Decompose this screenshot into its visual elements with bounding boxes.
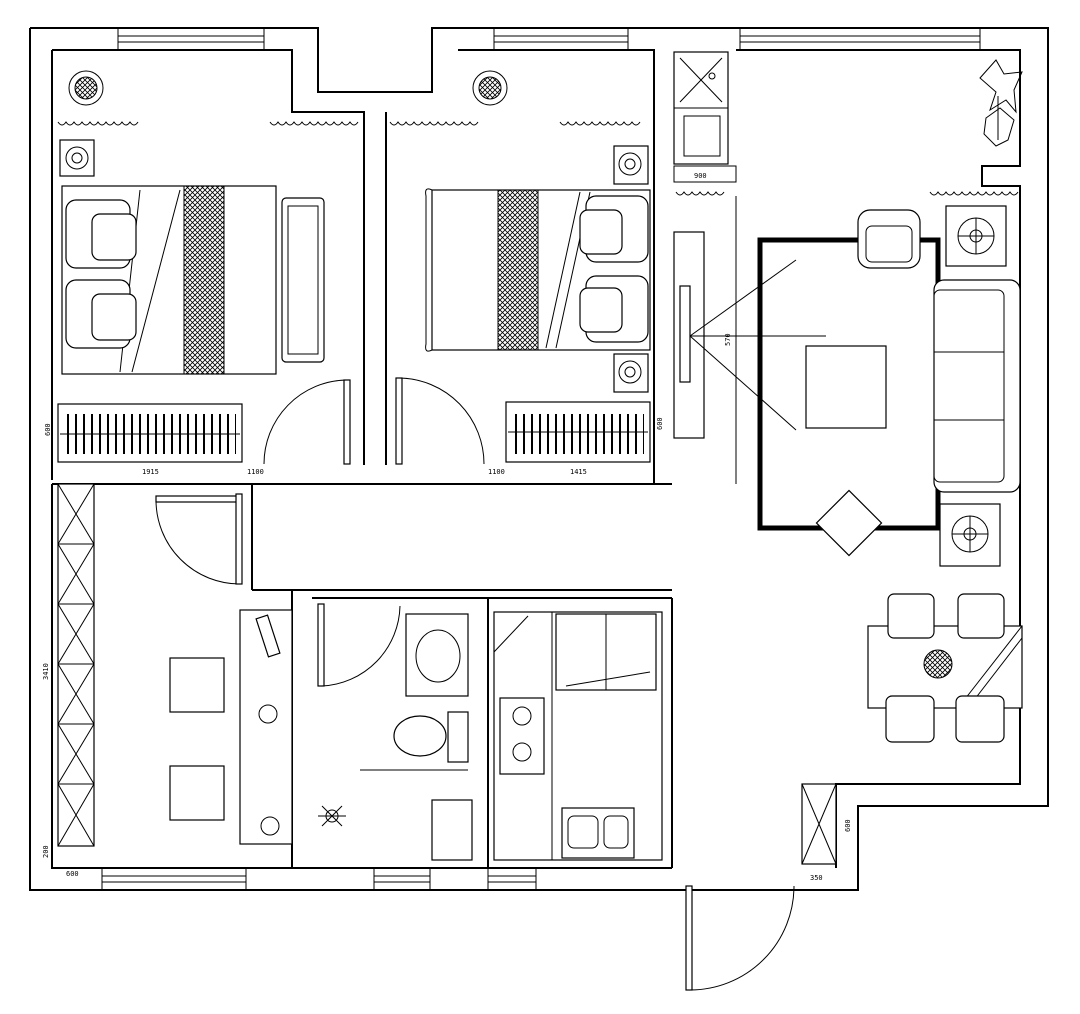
dining-chair <box>957 593 1005 639</box>
dining-area <box>867 593 1023 743</box>
plant-icon <box>979 59 1023 147</box>
door-entrance <box>685 885 795 991</box>
lamp-icon <box>613 353 649 393</box>
armchair <box>857 209 921 269</box>
dining-chair <box>955 695 1005 743</box>
dimension-label: 350 <box>810 874 823 882</box>
plant-icon <box>68 70 104 106</box>
desk <box>239 609 293 845</box>
dimension-label: 600 <box>656 417 664 430</box>
window-living <box>739 27 981 51</box>
shower-unit <box>673 51 737 183</box>
bookshelf <box>57 483 95 847</box>
dimension-label: 600 <box>44 423 52 436</box>
dimension-label: 1915 <box>142 468 159 476</box>
door-study <box>155 493 243 585</box>
dimension-labels: 1915 1100 1100 1415 600 600 900 3410 200… <box>42 172 852 882</box>
stove <box>499 697 545 775</box>
tv-cabinet <box>673 196 826 484</box>
lamp-icon <box>945 205 1007 267</box>
bench-1 <box>281 197 325 363</box>
study-chair <box>169 657 225 713</box>
entrance <box>685 783 837 991</box>
window-study <box>101 867 247 891</box>
lamp-icon <box>59 139 95 177</box>
sink <box>561 807 635 859</box>
dimension-label: 200 <box>42 845 50 858</box>
window-bedroom2 <box>493 27 629 51</box>
window-bedroom1 <box>117 27 265 51</box>
bedroom-1 <box>57 139 351 465</box>
dimension-label: 600 <box>66 870 79 878</box>
basin <box>405 613 469 697</box>
lamp-icon <box>613 145 649 185</box>
sofa <box>933 279 1021 493</box>
ottoman <box>815 489 883 557</box>
double-bed-1 <box>61 185 277 375</box>
dining-chair <box>887 593 935 639</box>
window-bathroom <box>373 867 431 891</box>
study-chair <box>169 765 225 821</box>
dimension-label: 1415 <box>570 468 587 476</box>
shoe-cabinet <box>801 783 837 865</box>
dimension-label: 900 <box>694 172 707 180</box>
window-kitchen <box>487 867 537 891</box>
bedroom-2 <box>395 145 651 465</box>
living-room <box>757 205 1021 567</box>
door-bathroom <box>317 603 401 687</box>
door-bedroom-2 <box>395 377 485 465</box>
bathroom <box>317 603 473 861</box>
dimension-label: 600 <box>844 819 852 832</box>
fridge <box>555 613 657 691</box>
dimension-label: 1100 <box>247 468 264 476</box>
dimension-label: 1100 <box>488 468 505 476</box>
kitchen <box>493 611 663 861</box>
door-bedroom-1 <box>263 379 351 465</box>
curtains <box>57 121 1019 196</box>
plant-icon <box>472 70 508 106</box>
coffee-table <box>805 345 887 429</box>
study-room <box>57 483 293 847</box>
wardrobe-2 <box>505 401 651 463</box>
dining-chair <box>885 695 935 743</box>
dimension-label: 570 <box>724 333 732 346</box>
windows <box>101 27 981 891</box>
toilet <box>393 711 469 763</box>
lamp-icon <box>939 503 1001 567</box>
dimension-label: 3410 <box>42 663 50 680</box>
wardrobe-1 <box>57 403 243 463</box>
double-bed-2 <box>425 188 651 352</box>
shower-icon <box>318 805 346 827</box>
